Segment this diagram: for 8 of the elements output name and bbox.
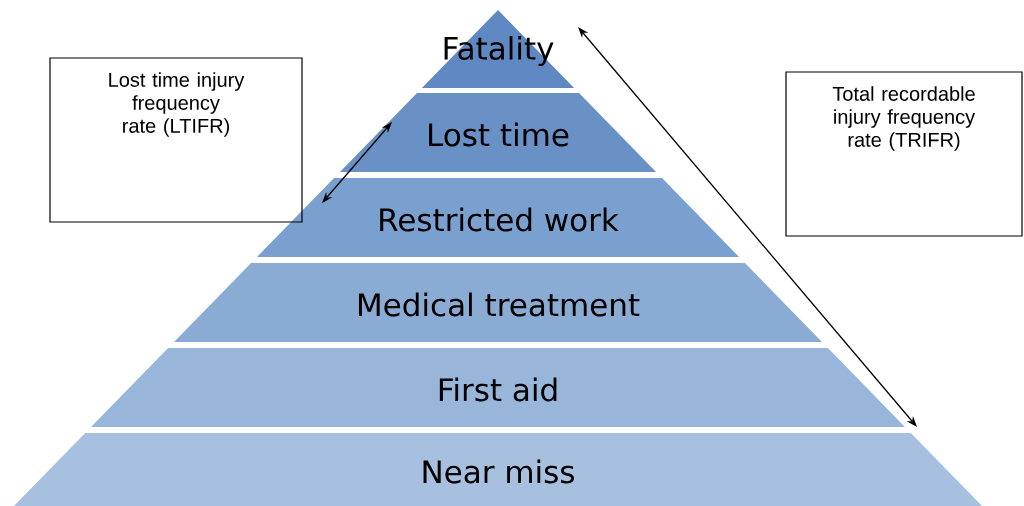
text-box: Total recordable injury frequency rate (TRIFR) bbox=[785, 71, 1023, 237]
arrow bbox=[322, 122, 392, 203]
pyramid-level: Restricted work bbox=[256, 178, 740, 257]
pyramid-level: Lost time bbox=[339, 93, 657, 172]
pyramid-level: First aid bbox=[91, 348, 905, 427]
pyramid-level: Medical treatment bbox=[174, 263, 822, 342]
pyramid-level: Near miss bbox=[13, 433, 983, 506]
text-box: Lost time injury frequency rate (LTIFR) bbox=[49, 57, 303, 223]
